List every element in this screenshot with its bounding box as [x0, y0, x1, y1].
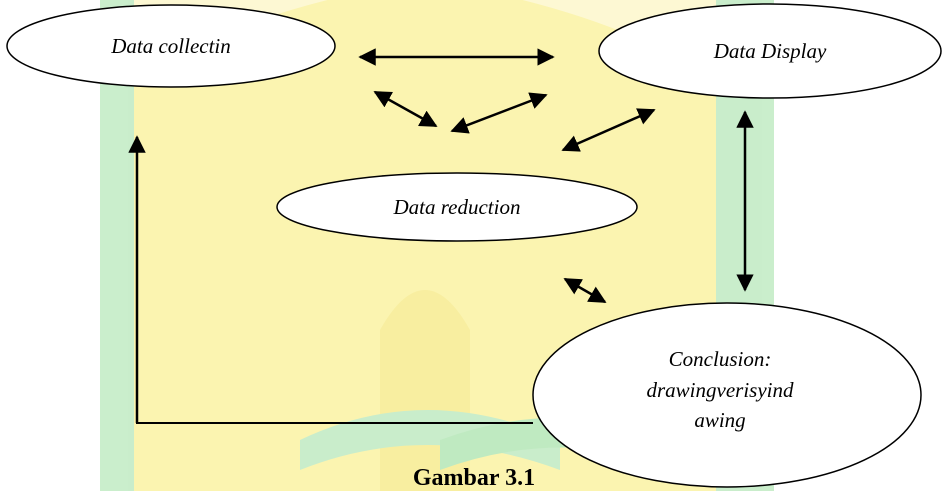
label-data-collection: Data collectin: [111, 33, 231, 58]
node-data-display: [598, 3, 942, 99]
node-conclusion: [532, 302, 922, 488]
arrow-reduction-conclusion: [563, 277, 607, 304]
node-data-reduction: [276, 172, 638, 242]
figure-caption: Gambar 3.1: [412, 465, 536, 491]
arrow-reduction-display: [561, 108, 656, 152]
label-data-display: Data Display: [713, 38, 827, 63]
arrow-collection-reduction: [373, 90, 438, 128]
arrow-reduction-collection-up: [450, 92, 548, 134]
label-data-reduction: Data reduction: [393, 194, 521, 219]
label-conclusion: Conclusion: drawingverisyind awing: [646, 347, 794, 433]
node-data-collection: [6, 4, 336, 88]
